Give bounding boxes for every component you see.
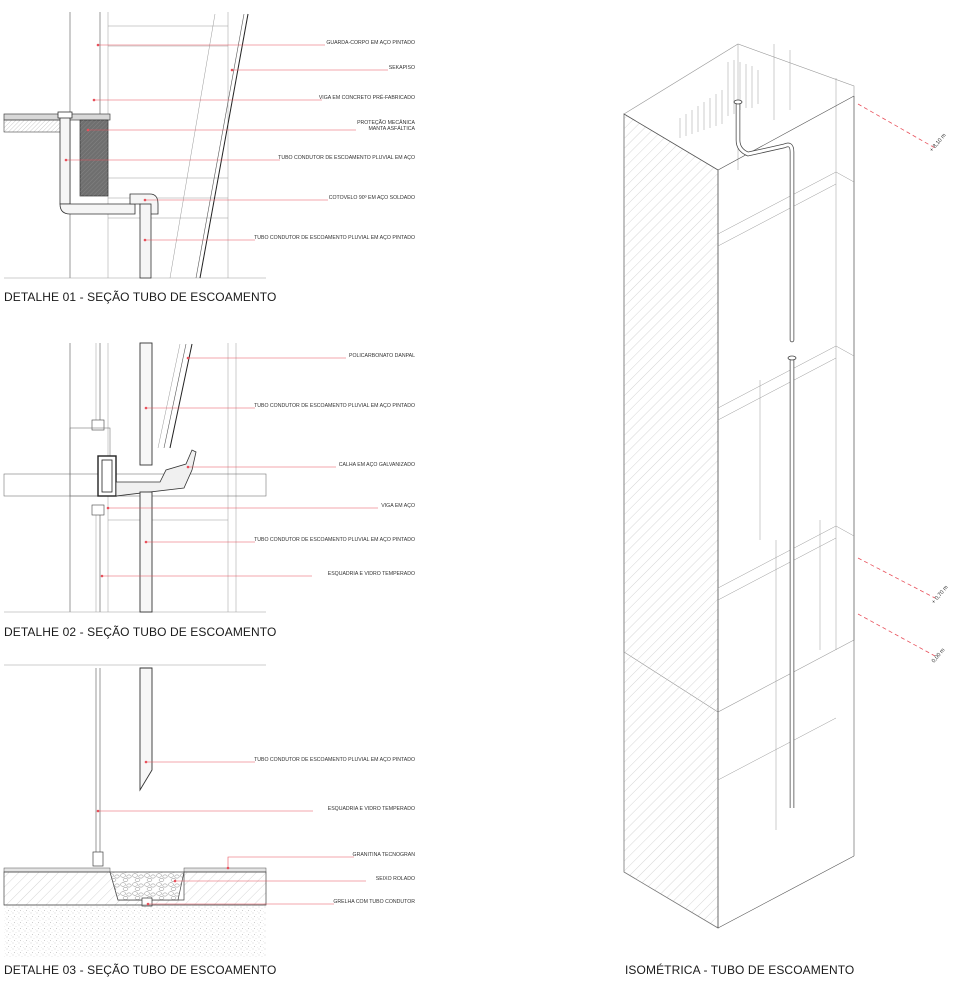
note-painted-pipe: TUBO CONDUTOR DE ESCOAMENTO PLUVIAL EM A… — [254, 235, 415, 241]
detail-03-leaders — [96, 760, 366, 906]
level-mid: + 0,70 m — [931, 584, 950, 605]
note-guard-rail: GUARDA-CORPO EM AÇO PINTADO — [326, 40, 415, 46]
level-markers — [857, 103, 936, 657]
detail-01-drawing — [3, 12, 388, 279]
detail-03-drawing — [3, 664, 366, 957]
note-window-glass-base: ESQUADRIA E VIDRO TEMPERADO — [328, 806, 415, 812]
note-granitina: GRANITINA TECNOGRAN — [353, 852, 416, 858]
caption-detail-01: DETALHE 01 - SEÇÃO TUBO DE ESCOAMENTO — [4, 290, 277, 304]
note-asphalt-blanket: MANTA ASFÁLTICA — [368, 125, 415, 132]
note-window-glass: ESQUADRIA E VIDRO TEMPERADO — [328, 571, 415, 577]
note-mechanical-protection: PROTEÇÃO MECÂNICA — [357, 119, 415, 126]
note-precast-beam: VIGA EM CONCRETO PRÉ-FABRICADO — [319, 94, 415, 101]
detail-03-notes: TUBO CONDUTOR DE ESCOAMENTO PLUVIAL EM A… — [254, 757, 415, 905]
detail-01-notes: GUARDA-CORPO EM AÇO PINTADO SEKAPISO VIG… — [254, 40, 415, 241]
caption-detail-03: DETALHE 03 - SEÇÃO TUBO DE ESCOAMENTO — [4, 963, 277, 977]
isometric-drawing — [623, 43, 936, 929]
level-labels: + 8,10 m + 0,70 m 0,00 m — [929, 132, 950, 664]
detail-02-leaders — [100, 356, 378, 578]
note-sekapiso: SEKAPISO — [389, 65, 415, 71]
note-grate: GRELHA COM TUBO CONDUTOR — [333, 899, 415, 905]
detail-02-notes: POLICARBONATO DANPAL TUBO CONDUTOR DE ES… — [254, 353, 415, 577]
note-pebbles: SEIXO ROLADO — [376, 876, 415, 882]
note-steel-beam: VIGA EM AÇO — [381, 503, 415, 509]
note-painted-pipe-upper: TUBO CONDUTOR DE ESCOAMENTO PLUVIAL EM A… — [254, 403, 415, 409]
note-steel-pipe: TUBO CONDUTOR DE ESCOAMENTO PLUVIAL EM A… — [278, 155, 415, 161]
note-painted-pipe-lower: TUBO CONDUTOR DE ESCOAMENTO PLUVIAL EM A… — [254, 537, 415, 543]
note-polycarbonate: POLICARBONATO DANPAL — [349, 353, 415, 359]
level-top: + 8,10 m — [929, 132, 948, 153]
caption-isometric: ISOMÉTRICA - TUBO DE ESCOAMENTO — [625, 963, 855, 977]
note-painted-pipe-base: TUBO CONDUTOR DE ESCOAMENTO PLUVIAL EM A… — [254, 757, 415, 763]
note-galvanized-gutter: CALHA EM AÇO GALVANIZADO — [339, 462, 415, 468]
detail-02-drawing — [3, 342, 378, 613]
caption-detail-02: DETALHE 02 - SEÇÃO TUBO DE ESCOAMENTO — [4, 625, 277, 639]
note-elbow: COTOVELO 90º EM AÇO SOLDADO — [329, 195, 415, 201]
level-ground: 0,00 m — [931, 647, 947, 664]
detail-01-leaders — [64, 43, 388, 242]
